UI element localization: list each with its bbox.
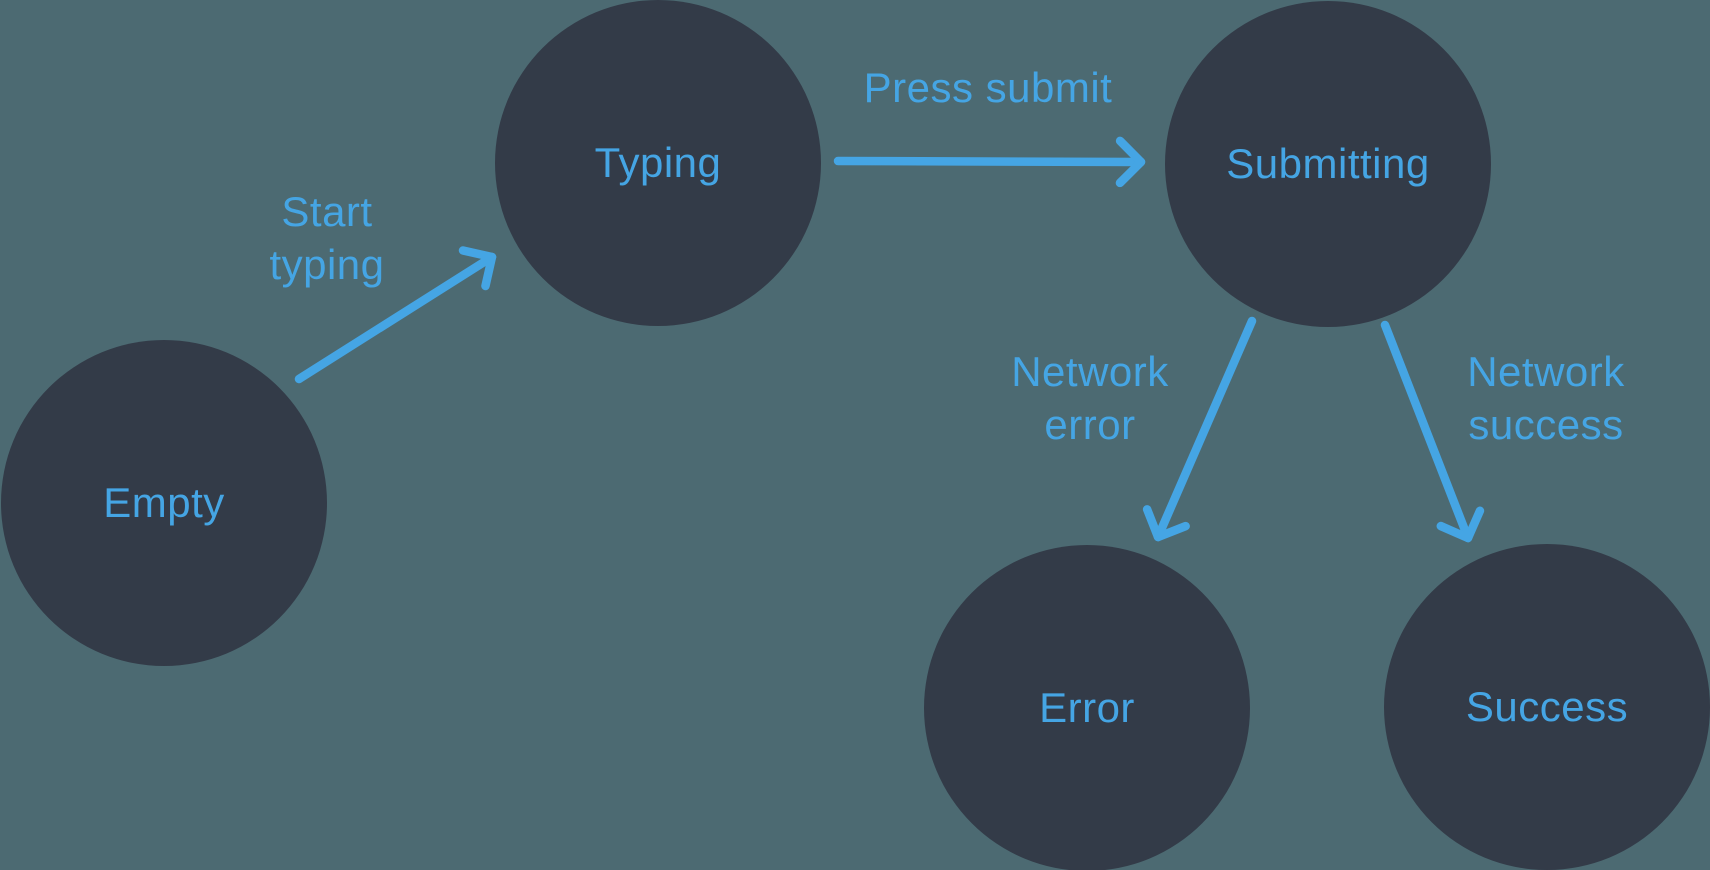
edge-label-line: typing — [269, 241, 385, 288]
state-node-error: Error — [924, 545, 1250, 870]
edge-label-line: success — [1468, 401, 1624, 448]
edge-label-line: Start — [281, 188, 373, 235]
edge-label-press-submit: Press submit — [828, 61, 1148, 114]
edge-label-line: Network — [1011, 348, 1169, 395]
edge-label-line: Network — [1467, 348, 1625, 395]
state-node-typing: Typing — [495, 0, 821, 326]
state-label-typing: Typing — [594, 139, 722, 186]
state-label-submitting: Submitting — [1226, 140, 1430, 187]
state-label-success: Success — [1465, 683, 1629, 730]
state-label-error: Error — [1039, 684, 1135, 731]
state-node-success: Success — [1384, 544, 1710, 870]
state-node-empty: Empty — [1, 340, 327, 666]
edge-label-line: error — [1044, 401, 1136, 448]
edge-label-network-error: Network error — [980, 345, 1200, 451]
edge-label-start-typing: Start typing — [217, 185, 437, 291]
edge-label-network-success: Network success — [1436, 345, 1656, 451]
arrow-press-submit — [833, 136, 1146, 188]
edge-label-line: Press submit — [863, 64, 1113, 111]
state-label-empty: Empty — [103, 479, 225, 526]
state-node-submitting: Submitting — [1165, 1, 1491, 327]
